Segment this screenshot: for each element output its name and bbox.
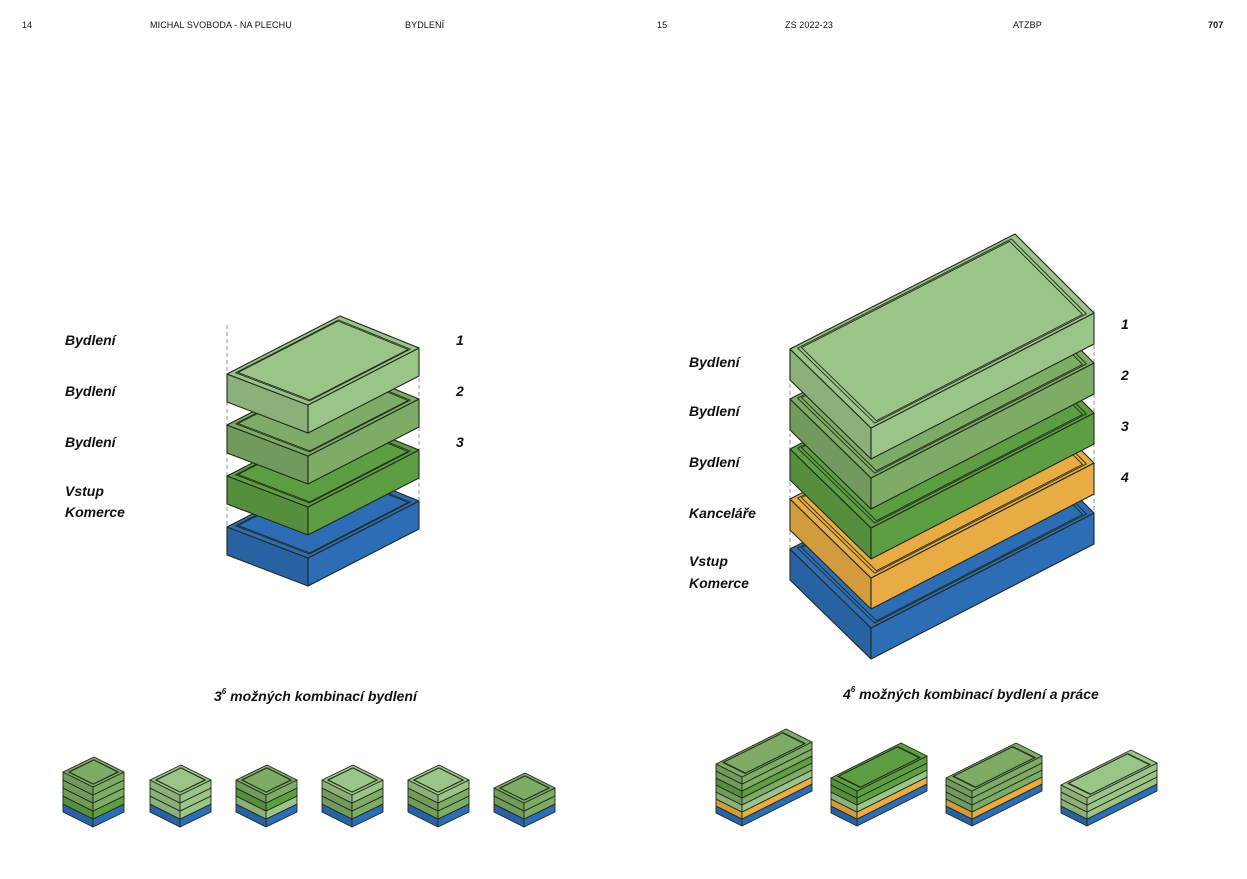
slab-rim-inner xyxy=(953,746,1035,788)
page-number-right: 15 xyxy=(657,20,668,30)
slab-rim-inner xyxy=(327,767,378,793)
author-title: MICHAL SVOBODA - NA PLECHU xyxy=(150,20,292,30)
left-caption: 36 možných kombinací bydlení xyxy=(214,687,417,704)
layer-number-2: 2 xyxy=(456,383,464,399)
layer-label-offices: Kanceláře xyxy=(689,505,756,521)
slab-rim-inner xyxy=(1068,753,1150,795)
slab-rim-inner xyxy=(241,767,292,793)
page-number-left: 14 xyxy=(22,20,33,30)
section-title: BYDLENÍ xyxy=(405,20,445,30)
layer-label-housing-1: Bydlení xyxy=(65,332,116,348)
caption-exponent: 6 xyxy=(221,687,227,697)
layer-label-housing-2: Bydlení xyxy=(689,403,740,419)
layer-number-2: 2 xyxy=(1121,367,1129,383)
layer-label-entrance: Vstup xyxy=(689,553,728,569)
layer-number-3: 3 xyxy=(1121,418,1129,434)
caption-text: možných kombinací bydlení xyxy=(226,688,417,704)
layer-number-1: 1 xyxy=(1121,316,1129,332)
slab-rim-inner xyxy=(838,746,920,788)
slab-rim-inner xyxy=(413,767,464,793)
slab-rim-inner xyxy=(237,320,409,401)
slab-rim-inner xyxy=(499,775,550,801)
course-label: ATZBP xyxy=(1013,20,1042,30)
code-label: 707 xyxy=(1208,20,1224,30)
layer-label-commerce: Komerce xyxy=(689,575,749,591)
semester-label: ZS 2022-23 xyxy=(785,20,834,30)
slab-rim-inner xyxy=(723,732,805,774)
layer-number-4: 4 xyxy=(1121,469,1129,485)
layer-label-housing-1: Bydlení xyxy=(689,354,740,370)
right-caption: 46 možných kombinací bydlení a práce xyxy=(843,685,1099,702)
layer-label-housing-3: Bydlení xyxy=(689,454,740,470)
slab-rim-inner xyxy=(155,767,206,793)
caption-base: 3 xyxy=(214,688,222,704)
layer-number-3: 3 xyxy=(456,434,464,450)
slab-rim-inner xyxy=(800,240,1084,422)
layer-label-housing-2: Bydlení xyxy=(65,383,116,399)
layer-label-housing-3: Bydlení xyxy=(65,434,116,450)
layer-number-1: 1 xyxy=(456,332,464,348)
caption-base: 4 xyxy=(843,686,851,702)
caption-exponent: 6 xyxy=(850,685,856,695)
layer-label-entrance: Vstup xyxy=(65,483,104,499)
slab-rim-inner xyxy=(68,759,119,785)
layer-label-commerce: Komerce xyxy=(65,504,125,520)
caption-text: možných kombinací bydlení a práce xyxy=(855,686,1099,702)
